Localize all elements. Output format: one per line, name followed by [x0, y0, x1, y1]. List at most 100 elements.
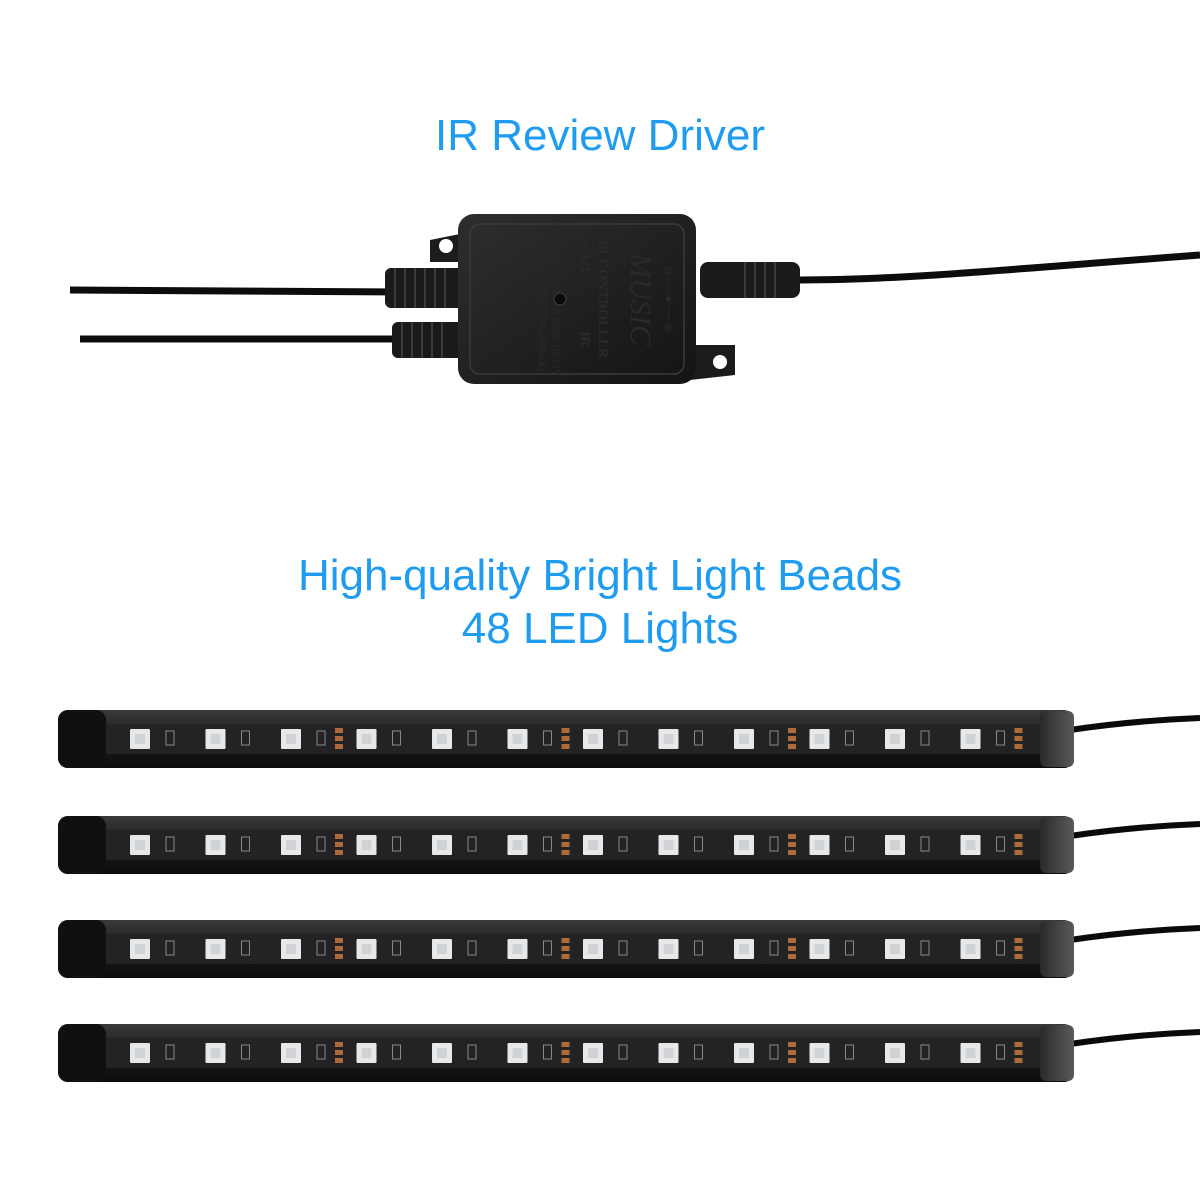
resistor: [694, 940, 703, 956]
resistor: [618, 730, 628, 746]
led-bead-core: [588, 944, 598, 954]
led-bead-core: [437, 944, 447, 954]
led-bead-core: [210, 944, 221, 954]
resistor: [392, 836, 401, 852]
solder-pad: [788, 842, 796, 847]
solder-pad: [335, 1058, 343, 1063]
spec-line-2: OUTPUT CURRENT:3*2A(MAX): [536, 228, 547, 371]
strip-pcb: [106, 724, 1040, 754]
resistor: [241, 730, 250, 746]
resistor: [543, 940, 552, 956]
led-bead-core: [588, 1048, 598, 1058]
solder-pad: [335, 946, 343, 951]
led-bead-core: [814, 1048, 825, 1058]
solder-pad: [561, 1050, 570, 1055]
led-strip: [58, 1024, 1200, 1082]
solder-pad: [788, 938, 796, 943]
led-strip: [58, 816, 1200, 874]
resistor: [618, 1044, 628, 1060]
power-cable: [799, 251, 1200, 284]
resistor: [316, 836, 326, 852]
port-out-label: OUT: [577, 244, 592, 275]
resistor: [392, 730, 401, 746]
resistor: [467, 730, 477, 746]
strip-end-cap-left: [58, 1024, 106, 1082]
led-bead-core: [588, 734, 598, 744]
resistor: [467, 940, 477, 956]
strip-pcb: [106, 1038, 1040, 1068]
solder-pad: [335, 834, 343, 839]
solder-pad: [335, 736, 343, 741]
led-bead-core: [965, 734, 976, 744]
solder-pad: [561, 1058, 570, 1063]
beads-heading-line2: 48 LED Lights: [461, 604, 739, 653]
solder-pad: [561, 736, 570, 741]
led-bead-core: [512, 944, 523, 954]
ir-controller-box: ⊖ ──●── ⊕ MUSIC IR CONTROLLER OUT IR INP…: [458, 214, 696, 384]
resistor: [996, 730, 1005, 746]
led-bead-core: [210, 1048, 221, 1058]
solder-pad: [1014, 938, 1023, 943]
led-bead-core: [663, 944, 674, 954]
resistor: [165, 730, 175, 746]
solder-pad: [335, 938, 343, 943]
strip-cable: [1069, 715, 1200, 733]
solder-pad: [1014, 1058, 1023, 1063]
resistor: [316, 1044, 326, 1060]
led-bead-core: [437, 1048, 447, 1058]
led-strips: [58, 710, 1200, 1082]
resistor: [920, 730, 930, 746]
led-bead-core: [512, 734, 523, 744]
solder-pad: [1014, 842, 1023, 847]
resistor: [694, 1044, 703, 1060]
resistor: [769, 836, 779, 852]
solder-pad: [788, 954, 796, 959]
led-bead-core: [814, 734, 825, 744]
resistor: [845, 1044, 854, 1060]
solder-pad: [335, 744, 343, 749]
beads-heading-line1: High-quality Bright Light Beads: [297, 551, 903, 600]
resistor: [543, 730, 552, 746]
resistor: [769, 730, 779, 746]
resistor: [920, 1044, 930, 1060]
solder-pad: [561, 938, 570, 943]
solder-pad: [335, 850, 343, 855]
solder-pad: [788, 1042, 796, 1047]
strip-end-cap-right: [1040, 1025, 1074, 1081]
solder-pad: [561, 744, 570, 749]
solder-pad: [335, 842, 343, 847]
led-bead-core: [286, 840, 296, 850]
resistor: [543, 1044, 552, 1060]
resistor: [316, 940, 326, 956]
solder-pad: [1014, 946, 1023, 951]
dc-jack: [700, 262, 800, 298]
led-bead-core: [512, 1048, 523, 1058]
resistor: [241, 940, 250, 956]
solder-pad: [335, 1050, 343, 1055]
strip-cable: [1069, 925, 1200, 943]
solder-pad: [561, 850, 570, 855]
led-bead-core: [965, 1048, 976, 1058]
resistor: [241, 1044, 250, 1060]
resistor: [316, 730, 326, 746]
strip-end-cap-right: [1040, 711, 1074, 767]
mount-tab-right: [690, 345, 735, 380]
resistor: [165, 1044, 175, 1060]
resistor: [165, 940, 175, 956]
resistor: [618, 836, 628, 852]
resistor: [920, 836, 930, 852]
resistor: [241, 836, 250, 852]
mount-hole-right: [713, 355, 727, 369]
resistor: [467, 836, 477, 852]
led-bead-core: [588, 840, 598, 850]
solder-pad: [1014, 744, 1023, 749]
resistor: [165, 836, 175, 852]
led-bead-core: [814, 944, 825, 954]
strip-end-cap-left: [58, 920, 106, 978]
solder-pad: [1014, 850, 1023, 855]
led-bead-core: [663, 1048, 674, 1058]
solder-pad: [1014, 954, 1023, 959]
led-bead-core: [739, 840, 749, 850]
resistor: [392, 940, 401, 956]
